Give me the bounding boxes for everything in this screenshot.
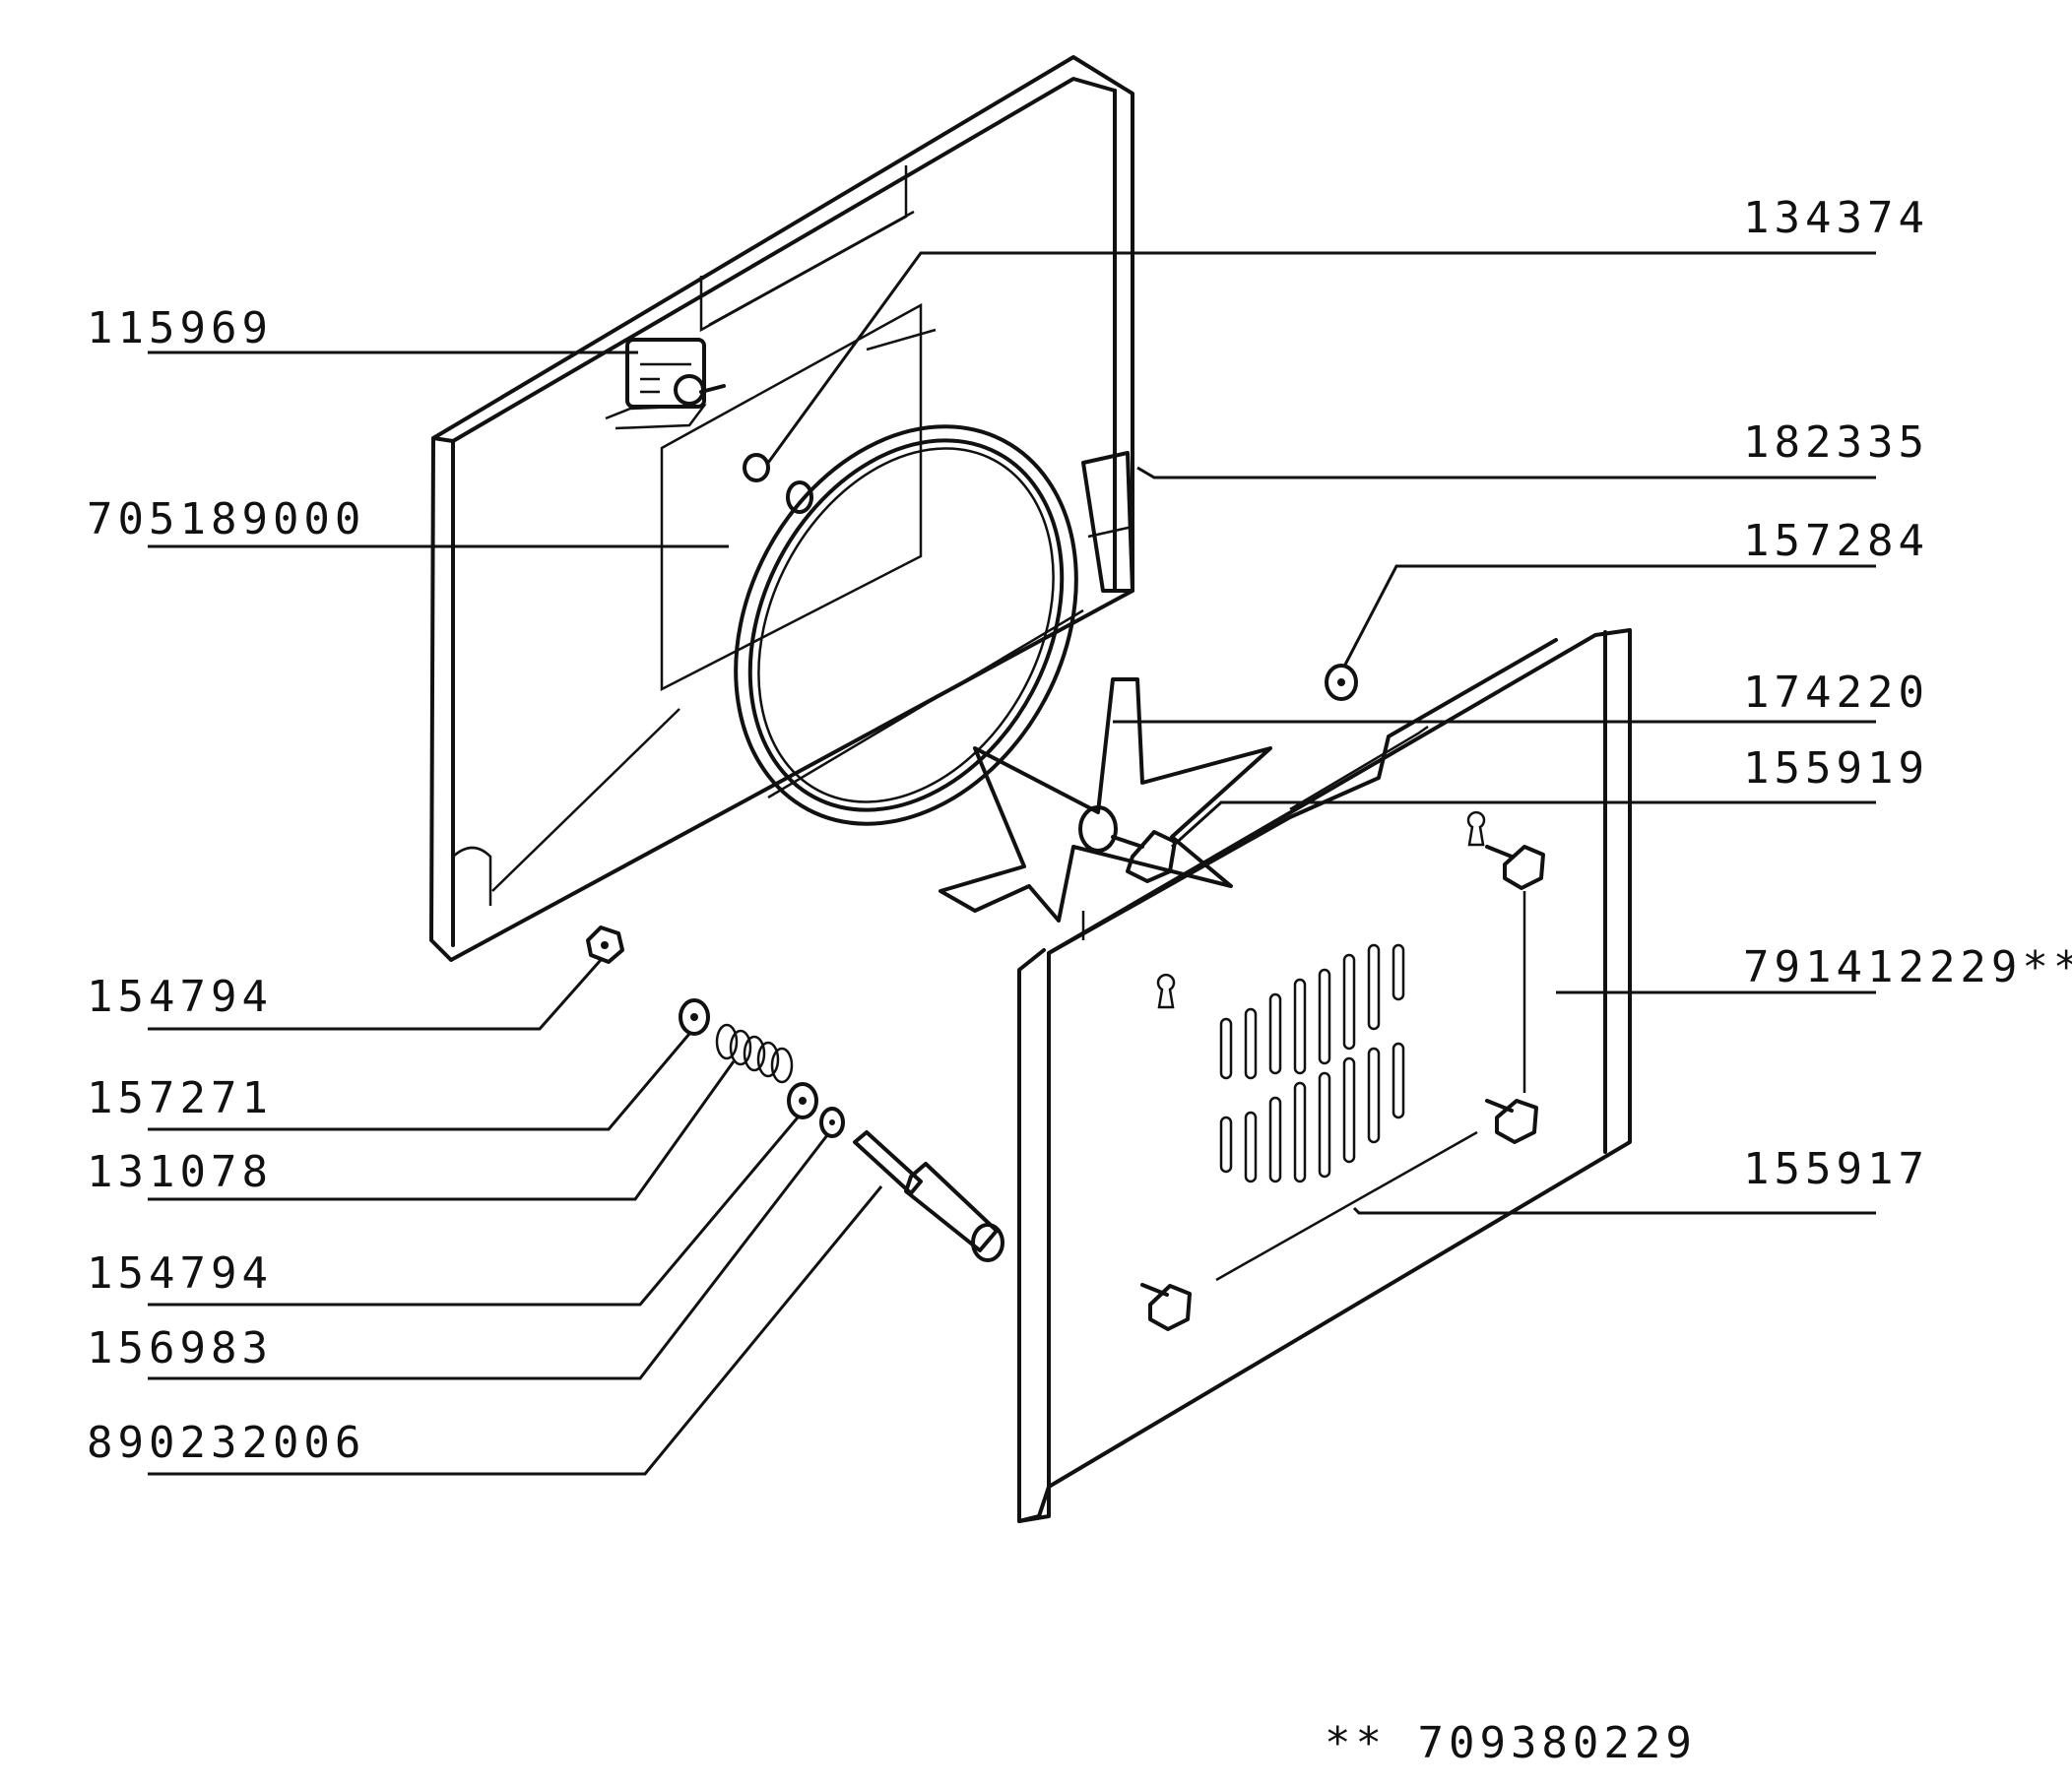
leader-lines <box>148 251 1876 1476</box>
oven-back-panel <box>429 55 1134 962</box>
footnote: ** 709380229 <box>1325 1718 1697 1768</box>
label-182335: 182335 <box>1743 417 1929 468</box>
lamp-holder-icon <box>605 338 726 430</box>
part-labels: 115969 134374 705189000 182335 157284 17… <box>87 193 2072 1768</box>
screw-icon <box>1111 830 1177 883</box>
panel-screws-icon <box>1140 845 1545 1331</box>
label-705189000: 705189000 <box>87 494 365 544</box>
label-115969: 115969 <box>87 303 273 353</box>
label-134374: 134374 <box>1743 193 1929 243</box>
grille-slots <box>1219 943 1405 1183</box>
label-155917: 155917 <box>1743 1144 1929 1194</box>
label-890232006: 890232006 <box>87 1418 365 1468</box>
circular-heating-element-icon <box>734 424 1078 826</box>
label-155919: 155919 <box>1743 743 1929 794</box>
washer-icon <box>1325 664 1358 701</box>
nut-icon <box>586 925 624 964</box>
label-156983: 156983 <box>87 1323 273 1373</box>
label-154794-upper: 154794 <box>87 972 273 1022</box>
spring-icon <box>715 1023 794 1084</box>
fan-cover-panel <box>1017 628 1632 1523</box>
washer-154794-icon <box>787 1082 818 1119</box>
label-791412229: 791412229** <box>1743 942 2072 992</box>
washer-156983-icon <box>819 1107 845 1138</box>
label-157284: 157284 <box>1743 516 1929 566</box>
label-157271: 157271 <box>87 1073 273 1123</box>
shaft-icon <box>853 1130 1004 1262</box>
label-154794-lower: 154794 <box>87 1248 273 1299</box>
fan-blade-icon <box>939 677 1272 940</box>
label-174220: 174220 <box>1743 668 1929 718</box>
washer-157271-icon <box>679 998 710 1036</box>
label-131078: 131078 <box>87 1147 273 1197</box>
